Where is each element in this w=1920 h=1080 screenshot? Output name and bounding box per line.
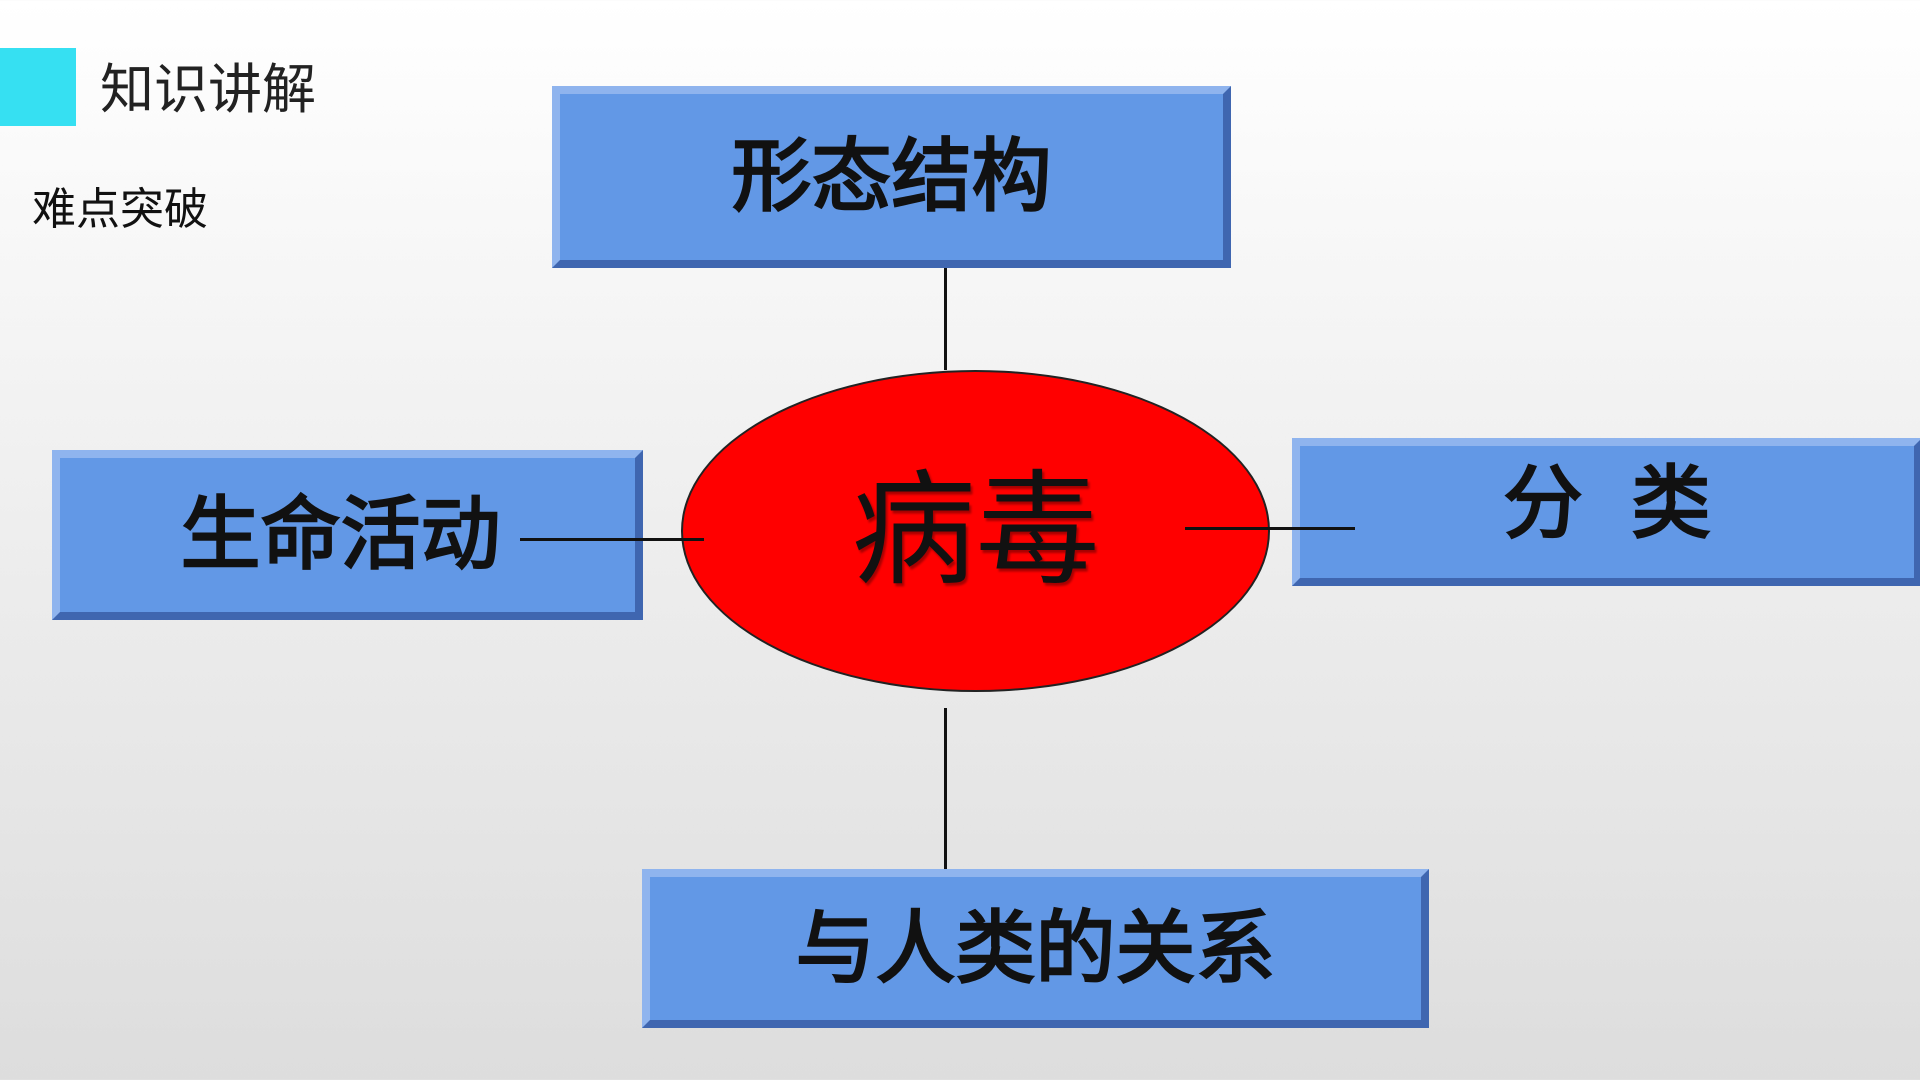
section-title: 知识讲解	[100, 58, 316, 121]
node-classification: 分类	[1292, 438, 1920, 586]
node-morphology: 形态结构	[552, 86, 1231, 268]
connector-top	[944, 266, 947, 370]
center-node-label: 病毒	[851, 459, 1100, 603]
node-life-activity-label: 生命活动	[180, 488, 501, 581]
connector-bottom	[944, 708, 947, 870]
sub-title: 难点突破	[32, 184, 208, 235]
center-node-virus: 病毒	[681, 370, 1270, 692]
connector-left	[520, 538, 704, 541]
node-human-relation: 与人类的关系	[642, 869, 1429, 1028]
node-morphology-label: 形态结构	[731, 130, 1052, 223]
node-classification-label: 分类	[1503, 457, 1759, 550]
node-human-relation-label: 与人类的关系	[795, 901, 1276, 995]
connector-right	[1185, 527, 1355, 530]
accent-square	[0, 48, 76, 126]
node-life-activity: 生命活动	[52, 450, 643, 620]
